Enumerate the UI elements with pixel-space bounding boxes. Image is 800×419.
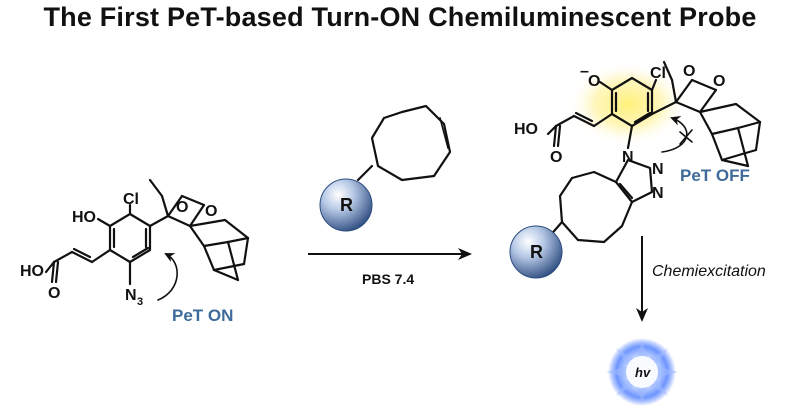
product-r-sphere: [509, 225, 563, 279]
probe-azide-sub: 3: [137, 296, 143, 308]
probe-cl-label: Cl: [123, 191, 139, 208]
product-triazole-n3: N: [652, 185, 664, 202]
product-triazole-n1: N: [622, 149, 634, 166]
probe-azide-n: N: [125, 287, 137, 304]
product-triazole-ring: [614, 158, 654, 204]
product-phenoxide-o: O: [588, 73, 600, 90]
product-labels: O – Cl O O HO O N N N PeT OFF: [514, 63, 750, 202]
product-negative-charge: –: [580, 63, 589, 80]
reagent-r-label: R: [340, 195, 353, 215]
phenoxide-glow: [568, 62, 688, 146]
product-acid-o-label: O: [550, 149, 562, 166]
product-cl-label: Cl: [650, 65, 666, 82]
product-acid-ho-label: HO: [514, 121, 538, 138]
scheme-title: The First PeT-based Turn-ON Chemilumines…: [43, 2, 757, 32]
probe-structure: [44, 178, 250, 301]
probe-pet-on-label: PeT ON: [172, 306, 233, 325]
probe-benzene-ring: [108, 212, 152, 264]
product-r-label: R: [530, 242, 543, 262]
hv-label: hv: [635, 365, 651, 380]
probe-acid-ho-label: HO: [20, 263, 44, 280]
cyclooctyne-reagent: [356, 104, 452, 182]
reagent-r-sphere: [319, 178, 373, 232]
reaction-condition: PBS 7.4: [362, 271, 414, 287]
probe-o-ring2: O: [205, 203, 217, 220]
product-cyclooctane-ring: [558, 170, 634, 244]
product-pet-off-label: PeT OFF: [680, 166, 750, 185]
product-o-ring2: O: [713, 73, 725, 90]
probe-labels: HO Cl O O HO O N 3 PeT ON: [20, 191, 233, 325]
product-structure: [546, 60, 762, 244]
probe-acid-o-label: O: [48, 285, 60, 302]
cyclooctyne-ring: [370, 104, 452, 182]
product-o-ring1: O: [683, 63, 695, 80]
chemiexcitation-label: Chemiexcitation: [652, 263, 766, 280]
probe-o-ring1: O: [176, 199, 188, 216]
probe-ho-label: HO: [72, 209, 96, 226]
light-burst: [606, 338, 678, 406]
product-triazole-n2: N: [652, 161, 664, 178]
